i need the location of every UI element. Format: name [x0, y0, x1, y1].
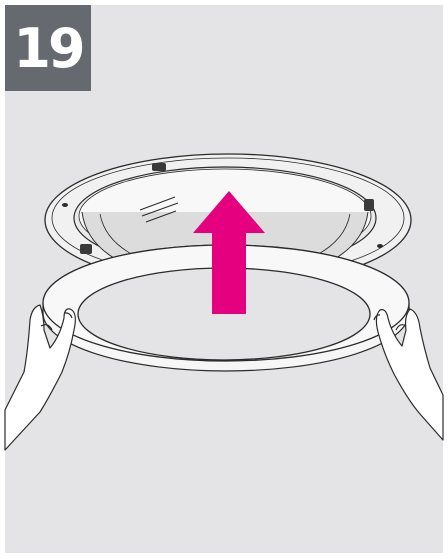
hand-icon — [5, 305, 75, 450]
hand-icon — [374, 309, 443, 440]
